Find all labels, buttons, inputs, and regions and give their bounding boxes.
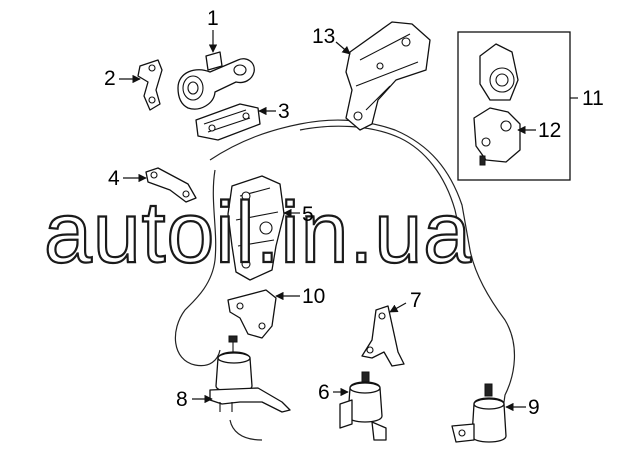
callout-9: 9 xyxy=(505,396,540,419)
callout-7: 7 xyxy=(389,289,422,313)
callout-10-label: 10 xyxy=(302,285,325,308)
callout-10: 10 xyxy=(275,285,325,308)
callout-1-label: 1 xyxy=(207,7,219,30)
callout-3-label: 3 xyxy=(278,100,290,123)
callout-4-label: 4 xyxy=(108,167,120,190)
part-2-bracket xyxy=(137,59,163,111)
callout-13: 13 xyxy=(312,25,351,55)
callout-5-label: 5 xyxy=(302,203,314,226)
engine-outline xyxy=(174,119,515,441)
callout-11-label: 11 xyxy=(582,87,604,110)
part-7-bracket xyxy=(361,305,405,367)
part-12-bracket xyxy=(473,107,521,166)
callout-13-label: 13 xyxy=(312,25,335,48)
callout-8-label: 8 xyxy=(176,388,188,411)
part-5-mount-bracket xyxy=(227,175,285,281)
part-13-large-bracket xyxy=(345,21,431,131)
callout-7-label: 7 xyxy=(410,289,422,312)
watermark-text: autoil.in.ua xyxy=(44,185,472,281)
callout-4: 4 xyxy=(108,167,147,190)
callout-2: 2 xyxy=(104,67,141,90)
callout-9-label: 9 xyxy=(528,396,540,419)
callout-8: 8 xyxy=(176,388,213,411)
part-9-mount-insulator xyxy=(451,383,507,443)
part-11-mount xyxy=(479,43,519,101)
part-1-torque-rod xyxy=(177,51,255,110)
callout-6-label: 6 xyxy=(318,381,330,404)
callout-3: 3 xyxy=(258,100,290,123)
callout-1: 1 xyxy=(207,7,219,53)
part-6-transmission-mount xyxy=(339,371,387,441)
callout-12: 12 xyxy=(517,119,561,142)
part-8-mount-insulator xyxy=(209,335,291,413)
callout-12-label: 12 xyxy=(538,119,561,142)
part-11-assembly-box xyxy=(457,31,578,181)
callout-11: 11 xyxy=(582,87,604,110)
part-4-stay xyxy=(145,167,197,203)
callout-2-label: 2 xyxy=(104,67,116,90)
part-10-bracket xyxy=(227,289,277,339)
part-3-bracket xyxy=(195,103,261,141)
callout-5: 5 xyxy=(283,203,314,226)
callout-6: 6 xyxy=(318,381,349,404)
